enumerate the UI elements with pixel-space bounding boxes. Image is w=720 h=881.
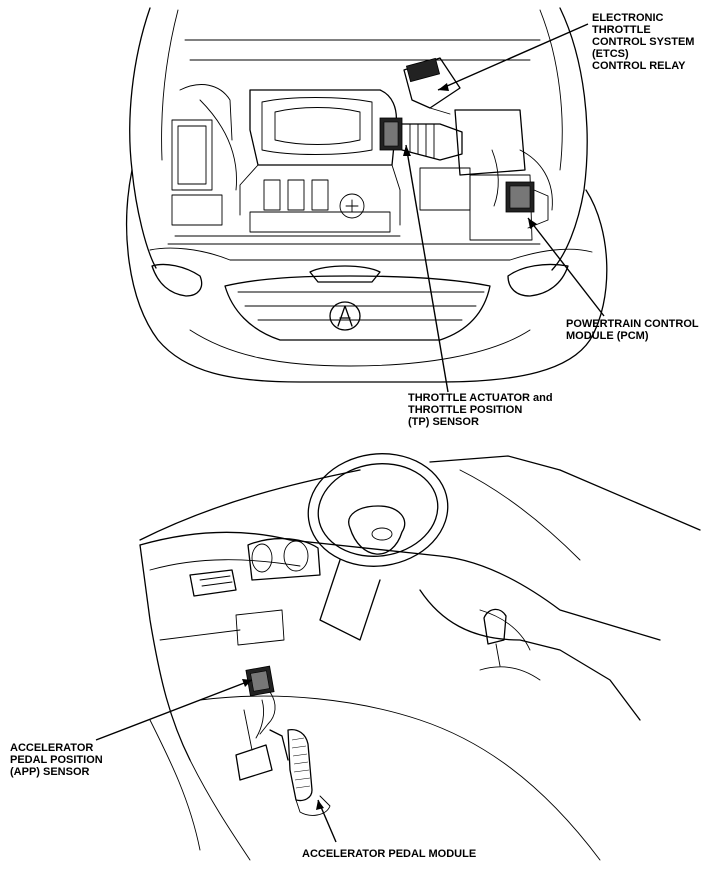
etcs-control-relay-label: ELECTRONIC THROTTLE CONTROL SYSTEM (ETCS… — [592, 12, 694, 72]
leader-pcm — [527, 217, 605, 317]
pedal-module-label-line-1: ACCELERATOR PEDAL MODULE — [302, 848, 477, 860]
etcs-label-line-5: CONTROL RELAY — [592, 60, 686, 72]
etcs-label-line-3: CONTROL SYSTEM — [592, 36, 695, 48]
interior-illustration — [139, 453, 701, 861]
pcm-label: POWERTRAIN CONTROL MODULE (PCM) — [566, 318, 699, 342]
etcs-label-line-4: (ETCS) — [592, 48, 629, 60]
etcs-label-line-1: ELECTRONIC — [592, 12, 664, 24]
app-label-line-2: PEDAL POSITION — [10, 754, 103, 766]
leader-app-sensor — [95, 679, 253, 741]
app-label-line-1: ACCELERATOR — [10, 742, 94, 754]
pcm-label-line-2: MODULE (PCM) — [566, 330, 649, 342]
tp-label-line-2: THROTTLE POSITION — [408, 404, 523, 416]
app-sensor-label: ACCELERATOR PEDAL POSITION (APP) SENSOR — [10, 742, 103, 778]
leader-etcs-relay — [437, 23, 589, 91]
app-label-line-3: (APP) SENSOR — [10, 766, 90, 778]
engine-bay-illustration — [126, 7, 608, 383]
accelerator-pedal-module-label: ACCELERATOR PEDAL MODULE — [302, 848, 476, 860]
pcm-label-line-1: POWERTRAIN CONTROL — [566, 318, 699, 330]
tp-label-line-3: (TP) SENSOR — [408, 416, 479, 428]
throttle-actuator-label: THROTTLE ACTUATOR and THROTTLE POSITION … — [408, 392, 553, 428]
leader-throttle-actuator — [405, 144, 449, 393]
tp-label-line-1: THROTTLE ACTUATOR and — [408, 392, 553, 404]
etcs-label-line-2: THROTTLE — [592, 24, 651, 36]
